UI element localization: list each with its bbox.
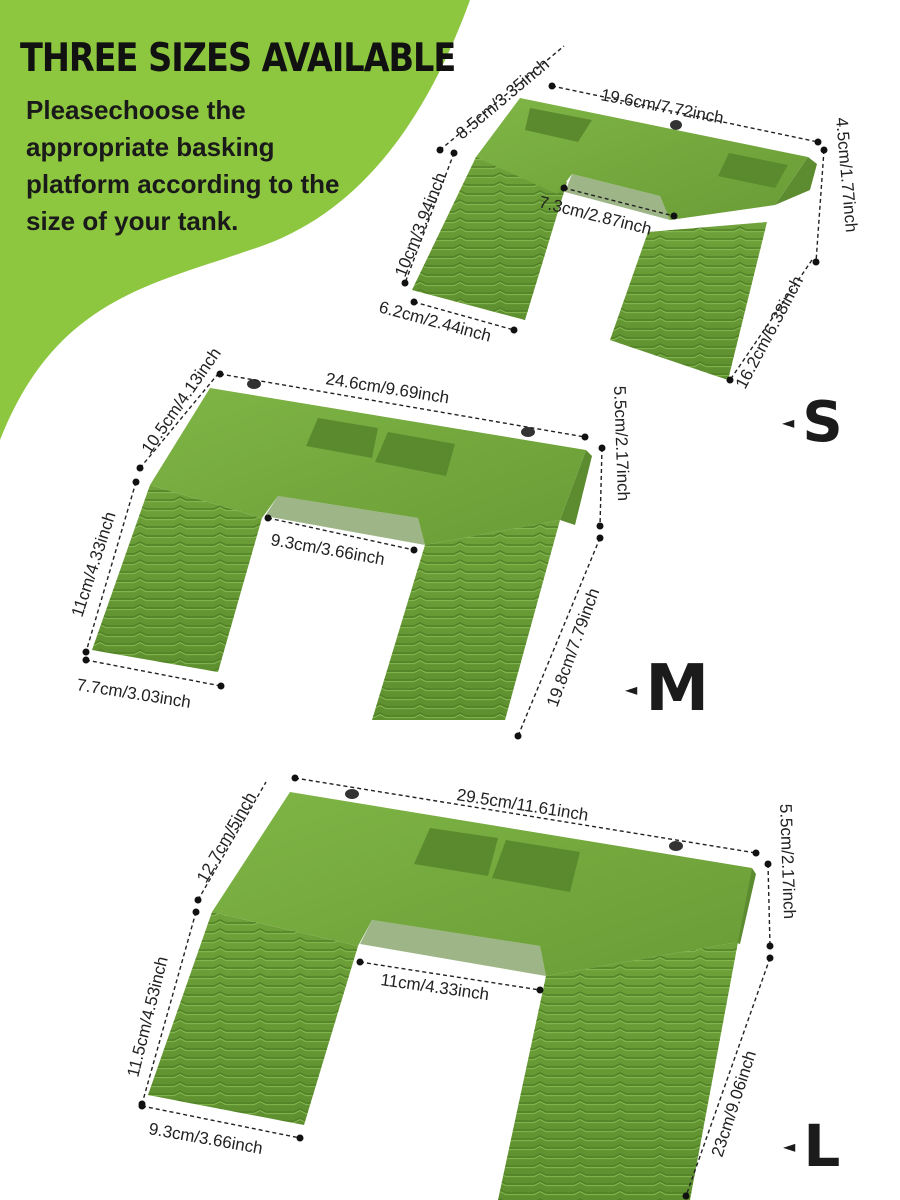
- platform-l-top: [212, 792, 752, 976]
- dimension-lines-l: [141, 777, 771, 1197]
- platform-l: [148, 789, 756, 1200]
- dim-m-width: 24.6cm/9.69inch: [324, 369, 450, 407]
- page-title: THREE SIZES AVAILABLE: [20, 36, 456, 81]
- platform-m: [92, 379, 592, 720]
- size-s-arrow-icon: ◄: [782, 413, 795, 432]
- platform-m-pocket-2: [375, 432, 455, 476]
- size-s-text: S: [802, 390, 843, 455]
- description-text: Pleasechoose the appropriate basking pla…: [26, 95, 340, 236]
- platform-s: [412, 98, 817, 380]
- dim-l-gap: 11cm/4.33inch: [379, 970, 490, 1004]
- size-label-m: ◄ M: [625, 652, 709, 726]
- dim-l-height: 5.5cm/2.17inch: [776, 803, 799, 919]
- platform-m-pocket-1: [306, 418, 378, 458]
- platform-l-pocket-2: [492, 840, 580, 892]
- platform-s-pocket-right: [718, 153, 788, 188]
- dim-s-height: 4.5cm/1.77inch: [832, 117, 861, 234]
- size-m-text: M: [645, 652, 709, 726]
- dim-m-gap: 9.3cm/3.66inch: [269, 530, 386, 569]
- size-l-arrow-icon: ◄: [783, 1136, 796, 1156]
- platform-m-top: [150, 388, 586, 545]
- platform-s-pocket-left: [525, 108, 592, 142]
- dim-m-ramp-width: 7.7cm/3.03inch: [75, 675, 192, 712]
- corner-green-shape: [0, 0, 470, 440]
- dim-l-width: 29.5cm/11.61inch: [455, 785, 589, 825]
- dim-l-ramp-right: 23cm/9.06inch: [708, 1048, 760, 1159]
- size-label-l: ◄ L: [783, 1112, 840, 1180]
- dim-l-ramp-width: 9.3cm/3.66inch: [147, 1119, 264, 1158]
- size-m-arrow-icon: ◄: [625, 679, 638, 699]
- dimension-lines-s: [404, 45, 825, 381]
- platform-l-pocket-1: [414, 828, 498, 876]
- dimension-lines-m: [85, 373, 603, 737]
- dim-m-height: 5.5cm/2.17inch: [610, 385, 633, 501]
- size-label-s: ◄ S: [782, 390, 843, 455]
- size-l-text: L: [803, 1112, 841, 1180]
